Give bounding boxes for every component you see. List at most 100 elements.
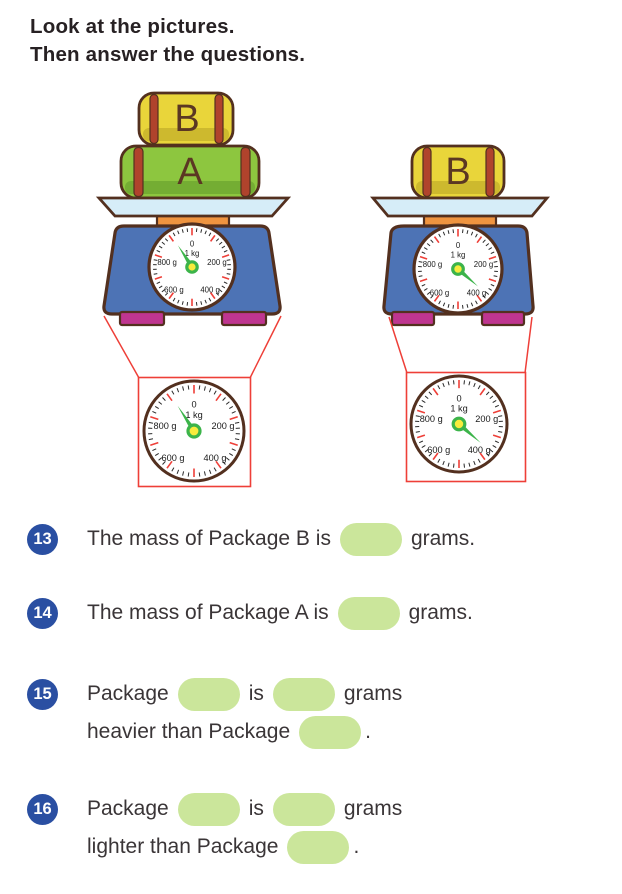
dial-tick [222,397,226,401]
answer-blank[interactable] [272,792,335,826]
question-number-badge: 15 [27,678,58,710]
dial-tick [479,387,486,396]
dial-tick [229,405,234,410]
question-text: The mass of Package A is [87,601,329,624]
needle-hub [451,416,467,432]
dial-label: 400 g [468,445,491,455]
scale-foot [118,310,166,327]
dial-tick [489,395,494,399]
dial-label: 600 g [164,286,184,295]
dial-label: 1 kg [185,249,200,258]
question-text: heavier than Package [87,720,291,743]
dial-tick [203,386,206,391]
dial-label: 1 kg [451,250,466,259]
answer-blank[interactable] [177,677,240,711]
dial-tick [161,289,166,293]
dial-tick [158,285,163,289]
dial-tick [453,380,455,385]
dial-tick [437,458,441,463]
dial-tick [171,467,175,472]
answer-blank[interactable] [177,792,240,826]
dial-label: 400 g [467,288,487,297]
dial-label: 800 g [423,260,443,269]
dial-tick [172,297,176,302]
dial-tick [489,449,494,453]
dial-tick [187,472,190,477]
question-text: is [248,682,264,705]
dial-label: 600 g [162,453,185,463]
answer-blank[interactable] [272,677,335,711]
dial-tick [171,390,175,395]
dial-tick [226,259,231,261]
dial-tick [154,405,159,410]
dial-tick [182,386,185,391]
dial-tick [200,301,203,305]
dial-tick [488,287,493,291]
question-15: 15 Package is grams heavier than Package… [27,677,402,749]
dial-tick [176,469,180,474]
dial-label: 1 kg [450,404,467,414]
dial-tick [229,452,234,457]
dial-tick [426,291,431,295]
dial-tick [485,452,490,457]
dial-tick [208,469,212,474]
answer-blank[interactable] [339,522,402,556]
needle-hub [185,260,199,274]
dial-tick [473,382,476,388]
dial-tick [221,276,230,280]
dial-label: 200 g [207,258,227,267]
dial-tick [164,292,169,296]
dial-tick [470,302,474,307]
scale-plate [95,196,292,218]
dial-tick [172,232,176,237]
dial-tick [468,381,471,386]
dial-tick [152,410,157,414]
answer-blank[interactable] [299,715,362,749]
dial-tick [153,273,158,275]
dial-tick [154,254,163,258]
dial-tick [442,302,446,307]
question-text: Package [87,797,169,820]
question-number-badge: 13 [27,523,58,555]
answer-blank[interactable] [337,596,400,630]
dial-tick [462,304,464,309]
dial-tick [421,283,426,287]
dial-tick [492,434,502,439]
dial-tick [181,301,184,305]
dial-tick [234,421,240,424]
dial-tick [418,440,424,444]
dial-tick [156,249,161,253]
dial-tick [423,247,428,251]
dial-tick [492,409,502,414]
dial-tick [488,278,497,283]
dial-tick [433,294,440,302]
package-b-right: B [410,144,506,200]
dial-tick [421,399,426,404]
dial-tick [215,238,220,242]
dial-tick [442,231,446,236]
dial-tick [150,441,159,446]
dial-tick [477,385,481,390]
dial-tick [498,431,503,433]
answer-blank[interactable] [287,830,350,864]
dial-tick [438,233,441,238]
dial-tick [187,385,190,390]
dial-tick [463,380,465,385]
dial-label: 400 g [204,453,227,463]
needle-hub [451,262,465,276]
dial-tick [166,460,173,469]
dial-tick [158,245,163,249]
dial-tick [168,292,175,300]
dial-tick [158,457,163,461]
question-13: 13 The mass of Package B is grams. [27,522,475,556]
dial-tick [438,300,441,305]
dial-tick [213,467,217,472]
dial-tick [209,234,216,242]
dial-tick [223,249,228,253]
scale-foot [390,310,436,327]
dial-tick [430,239,434,243]
dial-tick [154,276,163,280]
